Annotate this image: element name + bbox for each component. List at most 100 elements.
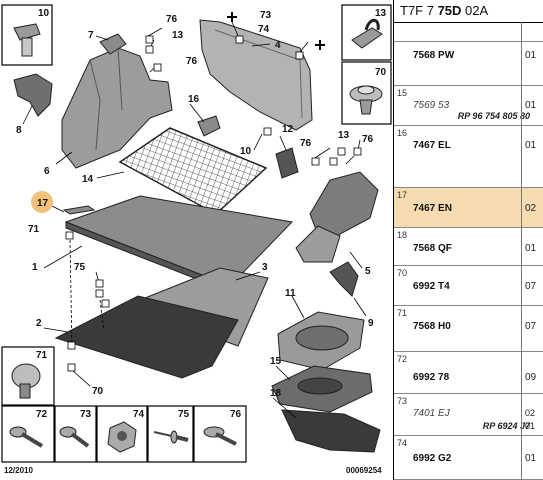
tool-tray[interactable] xyxy=(271,365,373,413)
part-reference: 7568 QF xyxy=(413,243,452,254)
part-row[interactable]: 72 6992 78 09 xyxy=(394,352,543,394)
callout-10: 10 xyxy=(240,146,252,157)
push-rivet-icon xyxy=(349,85,383,115)
boot-floor-panel-1[interactable] xyxy=(64,195,294,293)
callout-5: 5 xyxy=(365,266,371,277)
callout-14: 14 xyxy=(82,174,94,185)
part-supersession: RP 96 754 805 80 xyxy=(457,111,530,121)
exploded-parts-diagram: 10 13 70 xyxy=(1,4,392,475)
seal-strip-part-17[interactable] xyxy=(62,205,96,215)
part-row-selected[interactable]: 17 7467 EN 02 xyxy=(394,188,543,228)
callout-70: 70 xyxy=(92,386,104,397)
callout-2: 2 xyxy=(36,318,42,329)
nut-icon-74 xyxy=(107,421,137,453)
part-reference: 7568 H0 xyxy=(413,321,451,332)
box-label-70: 70 xyxy=(375,67,387,78)
title-suffix: 02A xyxy=(461,3,489,18)
inset-box-74[interactable]: 74 xyxy=(96,405,148,463)
trim-bracket-part[interactable] xyxy=(13,73,53,117)
part-quantity: 02 xyxy=(525,203,537,214)
box-label-71: 71 xyxy=(36,350,48,361)
part-quantity: 01 xyxy=(525,140,537,151)
callout-71: 71 xyxy=(28,224,40,235)
part-index: 18 xyxy=(397,230,408,240)
plus-markers xyxy=(227,12,325,50)
part-index: 15 xyxy=(397,88,408,98)
callout-7: 7 xyxy=(88,30,94,41)
box-label-76: 76 xyxy=(230,409,242,420)
part-quantity: 07 xyxy=(525,281,537,292)
part-quantity: 01 xyxy=(525,453,537,464)
part-reference: 7569 53 xyxy=(413,100,450,111)
hook-icon xyxy=(351,18,383,49)
callout-4: 4 xyxy=(275,40,281,51)
part-reference: 6992 78 xyxy=(413,372,450,383)
callout-16: 16 xyxy=(188,94,200,105)
clip-icon-76 xyxy=(203,426,237,446)
clip-icon xyxy=(13,23,41,57)
foam-tray[interactable] xyxy=(281,409,381,453)
part-quantity: 02 xyxy=(525,408,536,418)
bracket-part-9[interactable] xyxy=(329,261,359,297)
callout-labels: 17 8 7 6 76 13 76 73 74 4 16 10 12 13 76… xyxy=(16,10,374,399)
callout-76-d: 76 xyxy=(300,138,312,149)
callout-13-a: 13 xyxy=(172,30,184,41)
part-index: 70 xyxy=(397,268,408,278)
callout-13-b: 13 xyxy=(338,130,350,141)
footer-date: 12/2010 xyxy=(4,466,33,475)
part-quantity: 07 xyxy=(525,321,537,332)
part-quantity-second: 01 xyxy=(525,421,536,431)
inset-box-71[interactable]: 71 xyxy=(1,346,55,406)
part-index: 17 xyxy=(397,190,408,200)
blind-rivet-icon-75 xyxy=(153,430,189,444)
small-cover-part[interactable] xyxy=(99,33,127,55)
part-row[interactable]: 15 7569 53 RP 96 754 805 80 01 xyxy=(394,86,543,126)
right-side-trim-panel[interactable] xyxy=(199,19,313,131)
inset-box-73[interactable]: 73 xyxy=(54,405,97,463)
side-storage-box[interactable] xyxy=(295,171,379,263)
part-index: 74 xyxy=(397,438,408,448)
part-row[interactable]: 70 6992 T4 07 xyxy=(394,266,543,306)
callout-76-c: 76 xyxy=(362,134,374,145)
part-row[interactable]: 7568 PW 01 xyxy=(394,42,543,86)
box-label-74: 74 xyxy=(133,409,145,420)
inset-box-13[interactable]: 13 xyxy=(341,4,392,61)
part-quantity: 01 xyxy=(525,243,537,254)
part-reference: 6992 G2 xyxy=(413,453,452,464)
callout-12: 12 xyxy=(282,124,294,135)
callout-1: 1 xyxy=(32,262,38,273)
inset-box-75[interactable]: 75 xyxy=(147,405,194,463)
callout-75: 75 xyxy=(74,262,86,273)
part-row[interactable]: 16 7467 EL 01 xyxy=(394,126,543,188)
part-reference: 7568 PW xyxy=(413,50,455,61)
part-index: 71 xyxy=(397,308,408,318)
part-quantity: 01 xyxy=(525,100,537,111)
inset-box-76[interactable]: 76 xyxy=(193,405,247,463)
screw-icon-72 xyxy=(9,426,44,448)
parts-list-panel: T7F 7 75D 02A 7568 PW 01 15 7569 53 RP 9… xyxy=(393,0,543,480)
bolt-icon-73 xyxy=(59,426,90,448)
part-row[interactable]: 18 7568 QF 01 xyxy=(394,228,543,266)
cover-part-12[interactable] xyxy=(275,147,299,179)
inset-box-10[interactable]: 10 xyxy=(1,4,53,66)
inset-box-70[interactable]: 70 xyxy=(341,61,392,125)
spare-wheel-tray[interactable] xyxy=(277,311,365,371)
callout-76-b: 76 xyxy=(186,56,198,67)
part-row[interactable]: 73 7401 EJ RP 6924 J7 02 01 xyxy=(394,394,543,436)
callout-73: 73 xyxy=(260,10,272,21)
luggage-net[interactable] xyxy=(118,127,268,215)
part-index: 72 xyxy=(397,354,408,364)
fastener-markers xyxy=(65,35,362,372)
panel-title: T7F 7 75D 02A xyxy=(400,3,488,18)
inset-box-72[interactable]: 72 xyxy=(1,405,55,463)
part-supersession: RP 6924 J7 xyxy=(482,421,530,431)
callout-9: 9 xyxy=(368,318,374,329)
boot-floor-mat[interactable] xyxy=(54,295,239,379)
footer-code: 00069254 xyxy=(346,466,382,475)
part-row[interactable]: 71 7568 H0 07 xyxy=(394,306,543,352)
box-label-10: 10 xyxy=(38,8,50,19)
callout-3: 3 xyxy=(262,262,268,273)
part-index: 73 xyxy=(397,396,408,406)
box-label-73: 73 xyxy=(80,409,92,420)
callout-18: 18 xyxy=(270,388,282,399)
